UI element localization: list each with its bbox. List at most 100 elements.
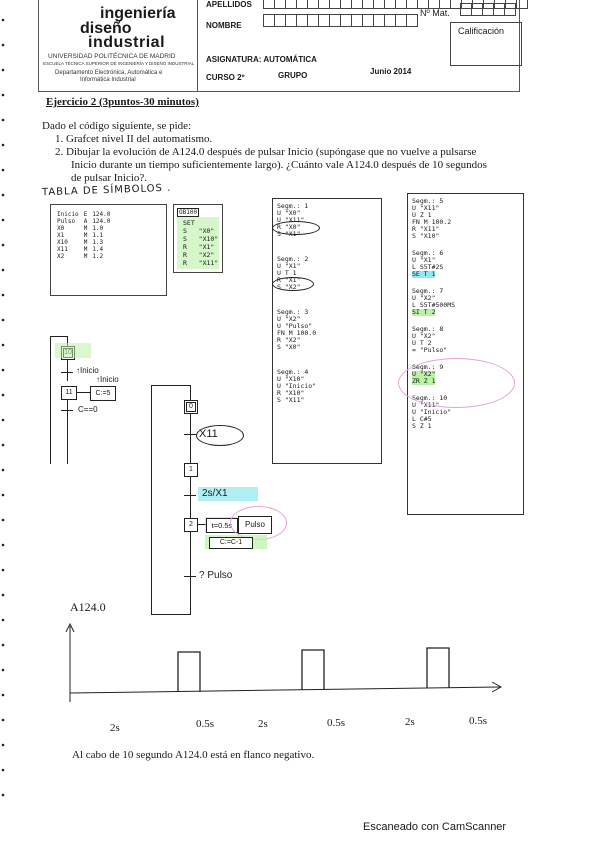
code-line: L C#5 (412, 415, 432, 423)
code-line: U T 2 (412, 339, 432, 347)
t1-code-circle (272, 277, 314, 291)
code-line: U "X1" (277, 262, 301, 270)
ob100-line: R "X1" (183, 243, 215, 251)
grafcet-step-2: 2 (184, 518, 198, 532)
x11-circle (196, 425, 244, 446)
symbol-cell: X10 (57, 239, 68, 246)
code-line: Segm.: 3 (277, 308, 309, 316)
school-logo: ingeniería diseño industrial UNIVERSIDAD… (40, 0, 194, 90)
code-line: U "X11" (412, 204, 440, 212)
symbol-cell: E (83, 211, 88, 218)
code-line: FN M 100.0 (277, 329, 317, 337)
symbol-cell: A (83, 218, 88, 225)
ob100-line: S "X10" (183, 235, 219, 243)
grafcet-left-transition-2 (61, 410, 73, 411)
exam-date: Junio 2014 (370, 67, 412, 76)
symbol-cell: 124.0 (92, 218, 111, 225)
timing-diagram (65, 622, 503, 702)
transition-inicio-sub: ↑Inicio (96, 375, 119, 384)
calificacion-box[interactable]: Calificación (450, 22, 522, 66)
symbol-cell: Pulso (57, 218, 76, 225)
symbol-cell: X1 (57, 232, 65, 239)
symbol-cell: X0 (57, 225, 65, 232)
grafcet-main-transition-1 (184, 495, 196, 496)
logo-line-1: ingeniería (100, 5, 176, 22)
grafcet-left-line-2 (67, 359, 68, 381)
grafcet-main-line-3 (190, 531, 191, 586)
symbol-cell: 1.0 (92, 225, 104, 232)
nombre-field[interactable] (263, 14, 418, 27)
logo-line-3: industrial (88, 34, 166, 51)
step-11-action-link (76, 392, 90, 393)
scanner-watermark: Escaneado con CamScanner (363, 821, 507, 833)
symbol-cell: 1.2 (92, 253, 104, 260)
symbol-cell: M (83, 225, 88, 232)
symbol-cell: 124.0 (92, 211, 111, 218)
handwritten-heading: TABLA DE SÍMBOLOS . (41, 182, 172, 199)
ob100-line: SET (183, 219, 195, 227)
exercise-item-1: 1. Grafcet nivel II del automatismo. (55, 133, 213, 145)
binding-holes (0, 0, 8, 848)
exercise-title: Ejercicio 2 (3puntos-30 minutos) (46, 96, 199, 108)
duration-4: 0.5s (327, 717, 346, 729)
exercise-intro: Dado el código siguiente, se pide: (42, 120, 192, 132)
answer-text: Al cabo de 10 segundo A124.0 está en fla… (72, 749, 315, 761)
university-name: UNIVERSIDAD POLITÉCNICA DE MADRID (48, 53, 176, 60)
symbol-cell: 1.4 (92, 246, 104, 253)
header-divider (197, 0, 198, 91)
school-name: ESCUELA TÉCNICA SUPERIOR DE INGENIERÍA Y… (43, 61, 195, 66)
signal-label: A124.0 (70, 600, 106, 614)
grafcet-left-transition-1 (61, 372, 73, 373)
code-line: = "Pulso" (412, 346, 448, 354)
code-line: Segm.: 7 (412, 287, 444, 295)
grafcet-main-line-4 (190, 586, 191, 615)
duration-2: 0.5s (196, 718, 215, 730)
duration-5: 2s (405, 716, 415, 728)
grafcet-main-transition-2 (184, 576, 196, 577)
code-line: FN M 100.2 (412, 218, 452, 226)
grafcet-left-return-top (50, 336, 67, 337)
exercise-item-2-cont: Inicio durante un tiempo suficientemente… (71, 159, 487, 171)
symbol-cell: M (83, 232, 88, 239)
duration-3: 2s (258, 718, 268, 730)
apellidos-field[interactable] (263, 0, 528, 9)
symbol-cell: 1.1 (92, 232, 104, 239)
logo-line-2: diseño (80, 20, 132, 37)
symbol-cell: M (83, 246, 88, 253)
symbol-row: X0 M 1.0 (57, 225, 115, 232)
grupo-label: GRUPO (278, 71, 308, 80)
grafcet-main-return (151, 385, 152, 614)
grafcet-main-transition-0 (184, 434, 196, 435)
department-line-2: Informática Industrial (80, 77, 136, 83)
nmat-label: Nº Mat. (420, 8, 450, 18)
symbol-row: X11 M 1.4 (57, 246, 115, 253)
code-line: S "X0" (277, 343, 301, 351)
code-line: U "Inicio" (412, 408, 452, 416)
symbol-cell: X11 (57, 246, 68, 253)
curso-label: CURSO 2º (206, 73, 245, 82)
symbol-row: Pulso A 124.0 (57, 218, 115, 225)
segm8-pink-circle (398, 358, 515, 408)
code-line: U "X1" (412, 256, 436, 264)
code-line: SI T 2 (412, 308, 436, 316)
action-c-set-5: C:=5 (90, 386, 116, 401)
code-line: U "Inicio" (277, 382, 317, 390)
code-line: U "X2" (412, 294, 436, 302)
nmat-field[interactable] (460, 3, 516, 16)
grafcet-main-line-1 (190, 413, 191, 463)
transition-c-zero: C==0 (78, 405, 98, 414)
symbol-cell: M (83, 253, 88, 260)
ob100-line: S "X0" (183, 227, 215, 235)
